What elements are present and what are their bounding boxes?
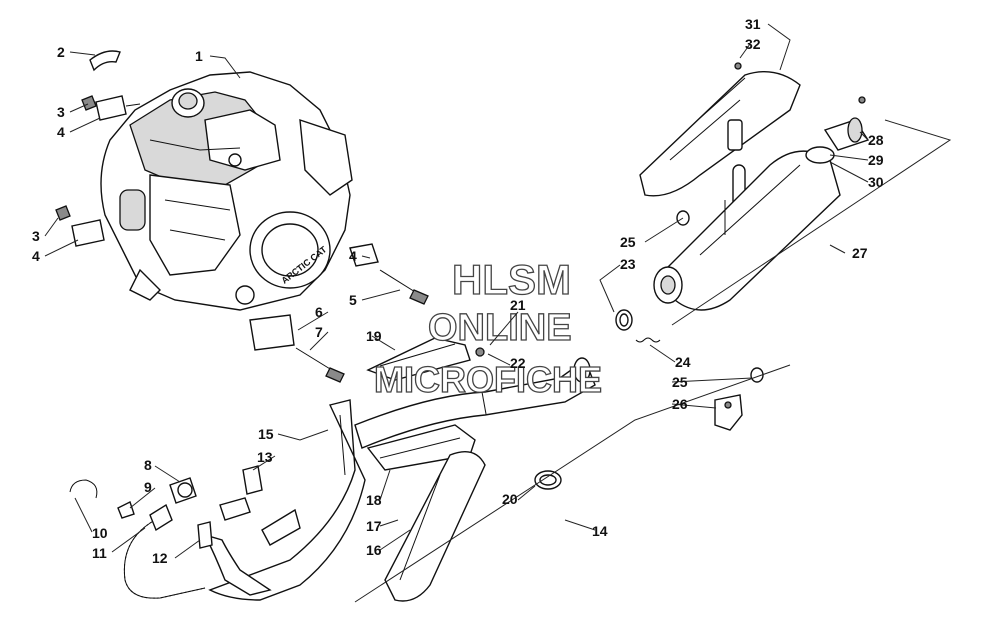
- watermark-line2: ONLINE: [428, 307, 572, 349]
- watermark: HLSM ONLINE MICROFICHE: [373, 255, 602, 400]
- clip-9: [117, 501, 135, 519]
- callout-30: 30: [868, 174, 884, 190]
- stud-4-5: [349, 243, 429, 305]
- callout-22: 22: [510, 355, 526, 371]
- spark-arrestor: [805, 96, 870, 164]
- watermark-line3: MICROFICHE: [374, 359, 602, 400]
- stud-12: [197, 521, 213, 549]
- o2-sensor-assembly: [123, 477, 206, 599]
- callout-15: 15: [258, 426, 274, 442]
- callout-29: 29: [868, 152, 884, 168]
- callout-leaders: [44, 23, 869, 559]
- callout-17: 17: [366, 518, 382, 534]
- head-pipe: [203, 399, 366, 601]
- callout-1: 1: [195, 48, 203, 64]
- callout-2: 2: [57, 44, 65, 60]
- callout-26: 26: [672, 396, 688, 412]
- callout-8: 8: [144, 457, 152, 473]
- callout-20: 20: [502, 491, 518, 507]
- engine-assembly: ARCTIC CAT: [100, 71, 353, 311]
- clamp-20: [534, 470, 562, 490]
- callout-27: 27: [852, 245, 868, 261]
- callout-9: 9: [144, 479, 152, 495]
- callout-3-upper: 3: [57, 104, 65, 120]
- pipe-shield-16-17: [384, 451, 486, 602]
- callout-23: 23: [620, 256, 636, 272]
- middle-pipe: [354, 357, 596, 449]
- callout-4-right: 4: [349, 248, 357, 264]
- callout-19: 19: [366, 328, 382, 344]
- callout-4-upper: 4: [57, 124, 65, 140]
- callout-25-upper: 25: [620, 234, 636, 250]
- callout-21: 21: [510, 297, 526, 313]
- callout-14: 14: [592, 523, 608, 539]
- stud-3-4-lower: [55, 205, 105, 247]
- stud-3-4-upper: [81, 95, 141, 121]
- callout-4-lower: 4: [32, 248, 40, 264]
- callout-3-lower: 3: [32, 228, 40, 244]
- stud-6-7: [249, 314, 345, 383]
- gasket-13: [219, 465, 263, 521]
- callout-7: 7: [315, 324, 323, 340]
- callout-10: 10: [92, 525, 108, 541]
- group-brackets: [354, 119, 952, 603]
- watermark-line1: HLSM: [452, 256, 571, 303]
- callout-31: 31: [745, 16, 761, 32]
- callout-24: 24: [675, 354, 691, 370]
- callout-32: 32: [745, 36, 761, 52]
- gasket-2: [89, 50, 121, 72]
- callout-numbers: 1 2 3 4 3 4 4 5 6 7 8 9 10 11 12 13 14 1…: [32, 16, 884, 566]
- callout-11: 11: [92, 545, 107, 561]
- seal-ring-23: [615, 309, 633, 331]
- callout-12: 12: [152, 550, 168, 566]
- muffler: [653, 150, 841, 311]
- callout-13: 13: [257, 449, 273, 465]
- callout-25-lower: 25: [672, 374, 688, 390]
- callout-28: 28: [868, 132, 884, 148]
- callout-16: 16: [366, 542, 382, 558]
- heat-shield-19: [366, 337, 485, 381]
- callout-6: 6: [315, 304, 323, 320]
- callout-5: 5: [349, 292, 357, 308]
- spring-24: [635, 337, 661, 343]
- callout-18: 18: [366, 492, 382, 508]
- ring-clip-10: [69, 479, 98, 499]
- bracket-26: [714, 394, 743, 431]
